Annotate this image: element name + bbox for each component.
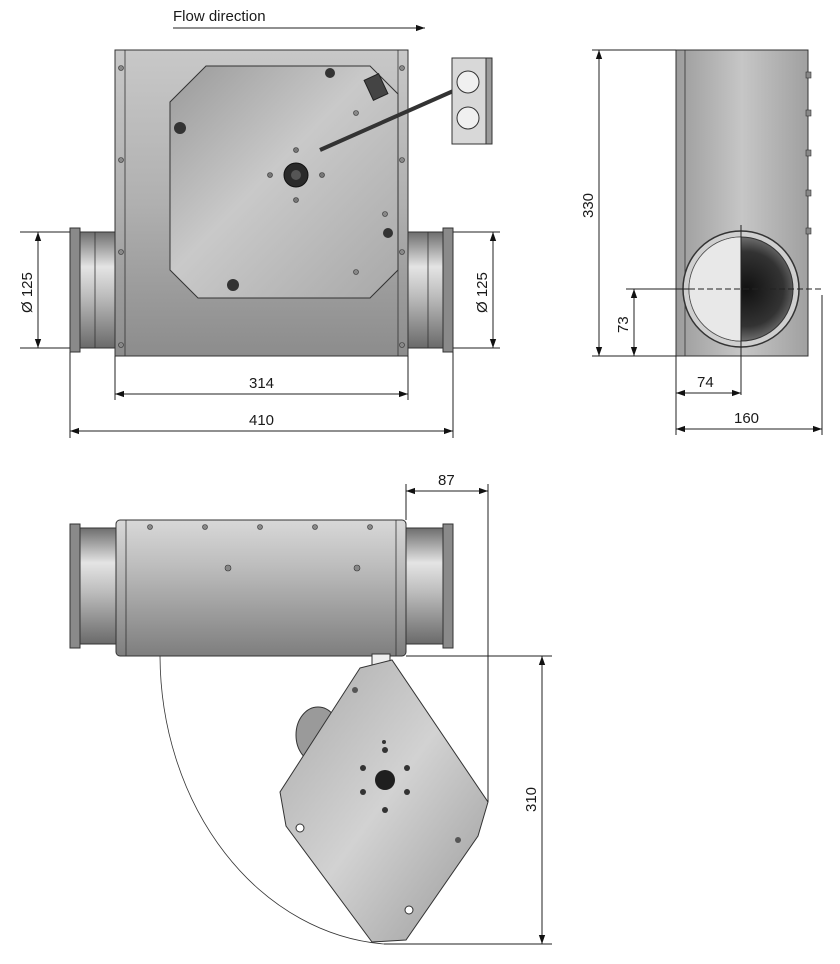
top-view: 87 310	[69, 472, 552, 945]
cable-gland	[363, 72, 389, 102]
access-panel	[169, 65, 399, 299]
label-door-offset: 87	[438, 472, 455, 489]
side-view: 330 73 74 160	[580, 49, 823, 435]
flow-direction-label: Flow direction	[173, 8, 266, 25]
door-swing-arc	[159, 655, 385, 945]
power-cable	[319, 86, 461, 152]
door-motor-hub	[375, 770, 395, 790]
label-inner-width: 314	[249, 375, 274, 392]
label-side-depth: 160	[734, 410, 759, 427]
label-right-diameter: Ø 125	[474, 272, 491, 313]
label-door-height: 310	[523, 787, 540, 812]
right-spigot	[404, 227, 454, 353]
label-side-height: 330	[580, 193, 597, 218]
label-left-diameter: Ø 125	[19, 272, 36, 313]
housing-top	[115, 519, 407, 657]
label-outlet-height: 73	[615, 316, 632, 333]
label-outlet-offset: 74	[697, 374, 714, 391]
power-plug	[451, 57, 493, 145]
open-door-panel	[279, 659, 489, 943]
left-spigot	[69, 227, 119, 353]
front-view: Flow direction	[19, 8, 500, 438]
label-total-width: 410	[249, 412, 274, 429]
